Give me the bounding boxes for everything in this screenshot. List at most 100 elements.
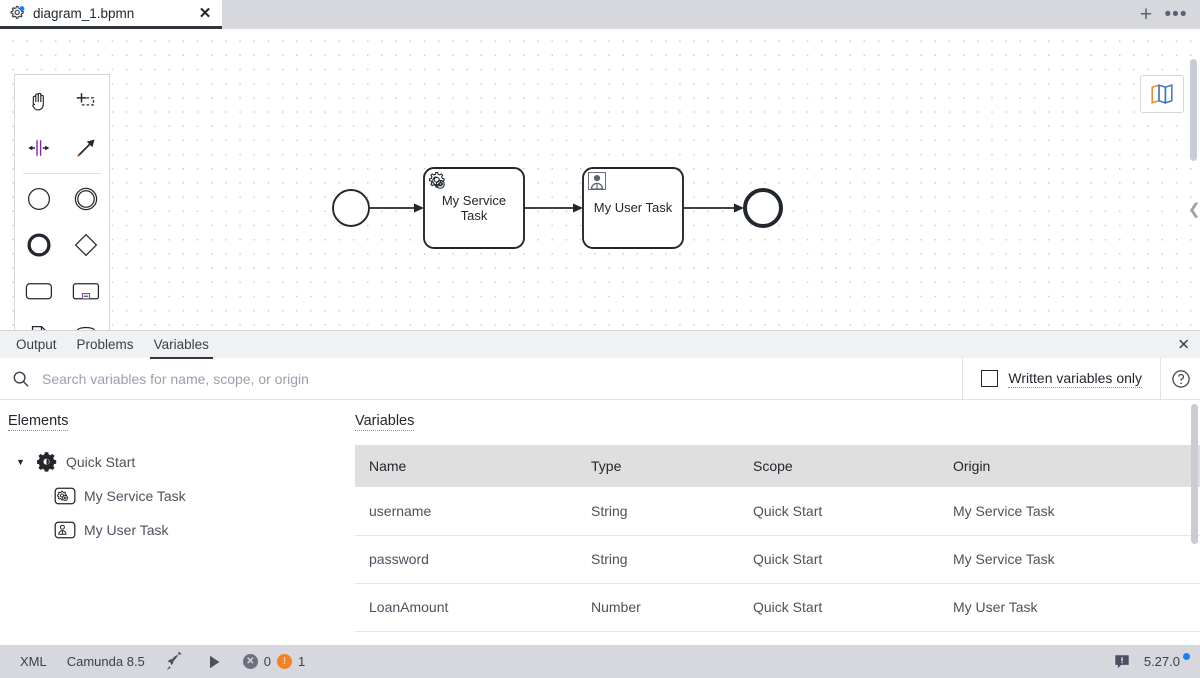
panel-close-icon[interactable]: ✕ [1177,336,1190,353]
table-row[interactable]: LoanAmount Number Quick Start My User Ta… [355,583,1200,632]
variables-panel-body: Elements ▼ Quick Start [0,400,1200,645]
variables-table: Name Type Scope Origin username String Q… [355,445,1200,632]
rocket-icon [166,651,182,670]
tree-item-label: My Service Task [84,488,186,504]
play-icon [209,655,220,668]
cell-type: String [577,535,739,584]
process-gear-icon [34,452,60,472]
tab-close-icon[interactable]: ✕ [198,5,212,22]
tab-variables[interactable]: Variables [146,331,217,359]
tab-problems[interactable]: Problems [76,336,134,352]
service-task-icon [52,487,78,505]
task-tool[interactable] [15,268,62,314]
bpmn-flow-arrow-3 [734,203,744,213]
update-available-dot-icon [1183,653,1190,660]
cell-name: password [355,535,577,584]
search-field-group [0,370,963,388]
search-input[interactable] [30,370,963,387]
bpmn-palette [14,74,110,330]
error-count: 0 [263,654,272,669]
user-task-icon [52,521,78,539]
bottom-panel-tabs: Output Problems Variables ✕ [0,330,1200,359]
help-button[interactable] [1160,357,1200,400]
table-row[interactable]: username String Quick Start My Service T… [355,487,1200,536]
tree-item-my-user-task[interactable]: My User Task [8,513,355,547]
variables-heading: Variables [355,413,415,431]
elements-heading: Elements [8,413,69,431]
written-variables-only-label: Written variables only [1008,369,1142,388]
tab-diagram-1[interactable]: diagram_1.bpmn ✕ [0,0,222,29]
status-engine-label[interactable]: Camunda 8.5 [66,654,145,669]
error-badge-icon: ✕ [242,654,258,669]
tab-bar-actions: + ••• [1132,0,1200,29]
palette-divider [23,173,101,174]
bpmn-start-event[interactable] [332,189,370,227]
subprocess-tool[interactable] [62,268,109,314]
variables-search-row: Written variables only [0,357,1200,400]
bpmn-diagram: My Service Task My User Task [332,167,783,249]
feedback-icon [1115,654,1129,668]
cell-name: LoanAmount [355,583,577,632]
cell-type: Number [577,583,739,632]
warning-badge-icon: ! [277,654,293,669]
bottom-panel: Output Problems Variables ✕ Written vari… [0,330,1200,645]
bpmn-end-event[interactable] [743,188,783,228]
variables-column: Variables Name Type Scope Origin usernam… [355,400,1200,645]
notifications-button[interactable] [1104,645,1140,678]
column-header-origin[interactable]: Origin [939,445,1200,487]
plus-icon: + [1139,3,1153,26]
tree-item-quick-start[interactable]: ▼ Quick Start [8,445,355,479]
version-label[interactable]: 5.27.0 [1143,653,1190,669]
bpmn-flow-arrow-2 [573,203,583,213]
column-header-type[interactable]: Type [577,445,739,487]
cell-type: String [577,487,739,536]
service-task-gear-icon [428,171,445,189]
canvas-collapse-chevron-icon[interactable]: ❮ [1188,201,1200,218]
bpmn-service-task-label-line2: Task [461,208,488,223]
lasso-tool[interactable] [62,79,109,125]
space-tool[interactable] [15,125,62,171]
run-button[interactable] [195,645,233,678]
version-text: 5.27.0 [1143,654,1180,669]
data-object-tool[interactable] [15,314,62,330]
status-xml-button[interactable]: XML [20,654,47,669]
deploy-button[interactable] [155,645,195,678]
column-header-scope[interactable]: Scope [739,445,939,487]
intermediate-event-tool[interactable] [62,176,109,222]
elements-column: Elements ▼ Quick Start [0,400,355,645]
written-variables-only-toggle[interactable]: Written variables only [962,357,1160,400]
more-options-button[interactable]: ••• [1162,1,1190,29]
warning-count: 1 [298,654,306,669]
hand-tool[interactable] [15,79,62,125]
gateway-tool[interactable] [62,222,109,268]
tree-item-label: My User Task [84,522,169,538]
map-icon [1151,84,1173,104]
minimap-toggle-button[interactable] [1140,75,1184,113]
column-header-name[interactable]: Name [355,445,577,487]
help-circle-icon [1171,369,1190,388]
cell-origin: My Service Task [939,487,1200,536]
tab-output[interactable]: Output [16,336,57,352]
variables-table-header-row: Name Type Scope Origin [355,445,1200,487]
data-store-tool[interactable] [62,314,109,330]
panel-vertical-scrollbar[interactable] [1191,404,1198,544]
bpmn-user-task-label: My User Task [594,200,673,215]
tree-item-my-service-task[interactable]: My Service Task [8,479,355,513]
canvas-vertical-scrollbar[interactable] [1190,59,1197,161]
cell-scope: Quick Start [739,487,939,536]
chevron-down-icon[interactable]: ▼ [16,457,25,467]
cell-scope: Quick Start [739,583,939,632]
bpmn-service-task-label-line1: My Service [442,193,506,208]
start-event-tool[interactable] [15,176,62,222]
new-tab-button[interactable]: + [1132,1,1160,29]
end-event-tool[interactable] [15,222,62,268]
table-row[interactable]: password String Quick Start My Service T… [355,535,1200,584]
written-variables-only-checkbox[interactable] [981,370,999,387]
cell-scope: Quick Start [739,535,939,584]
bpmn-flow-arrow-1 [414,203,424,213]
problems-counts[interactable]: ✕ 0 ! 1 [233,654,315,669]
status-bar-right: 5.27.0 [1104,645,1190,678]
global-connect-tool[interactable] [62,125,109,171]
bpmn-canvas[interactable]: My Service Task My User Task [0,29,1200,330]
